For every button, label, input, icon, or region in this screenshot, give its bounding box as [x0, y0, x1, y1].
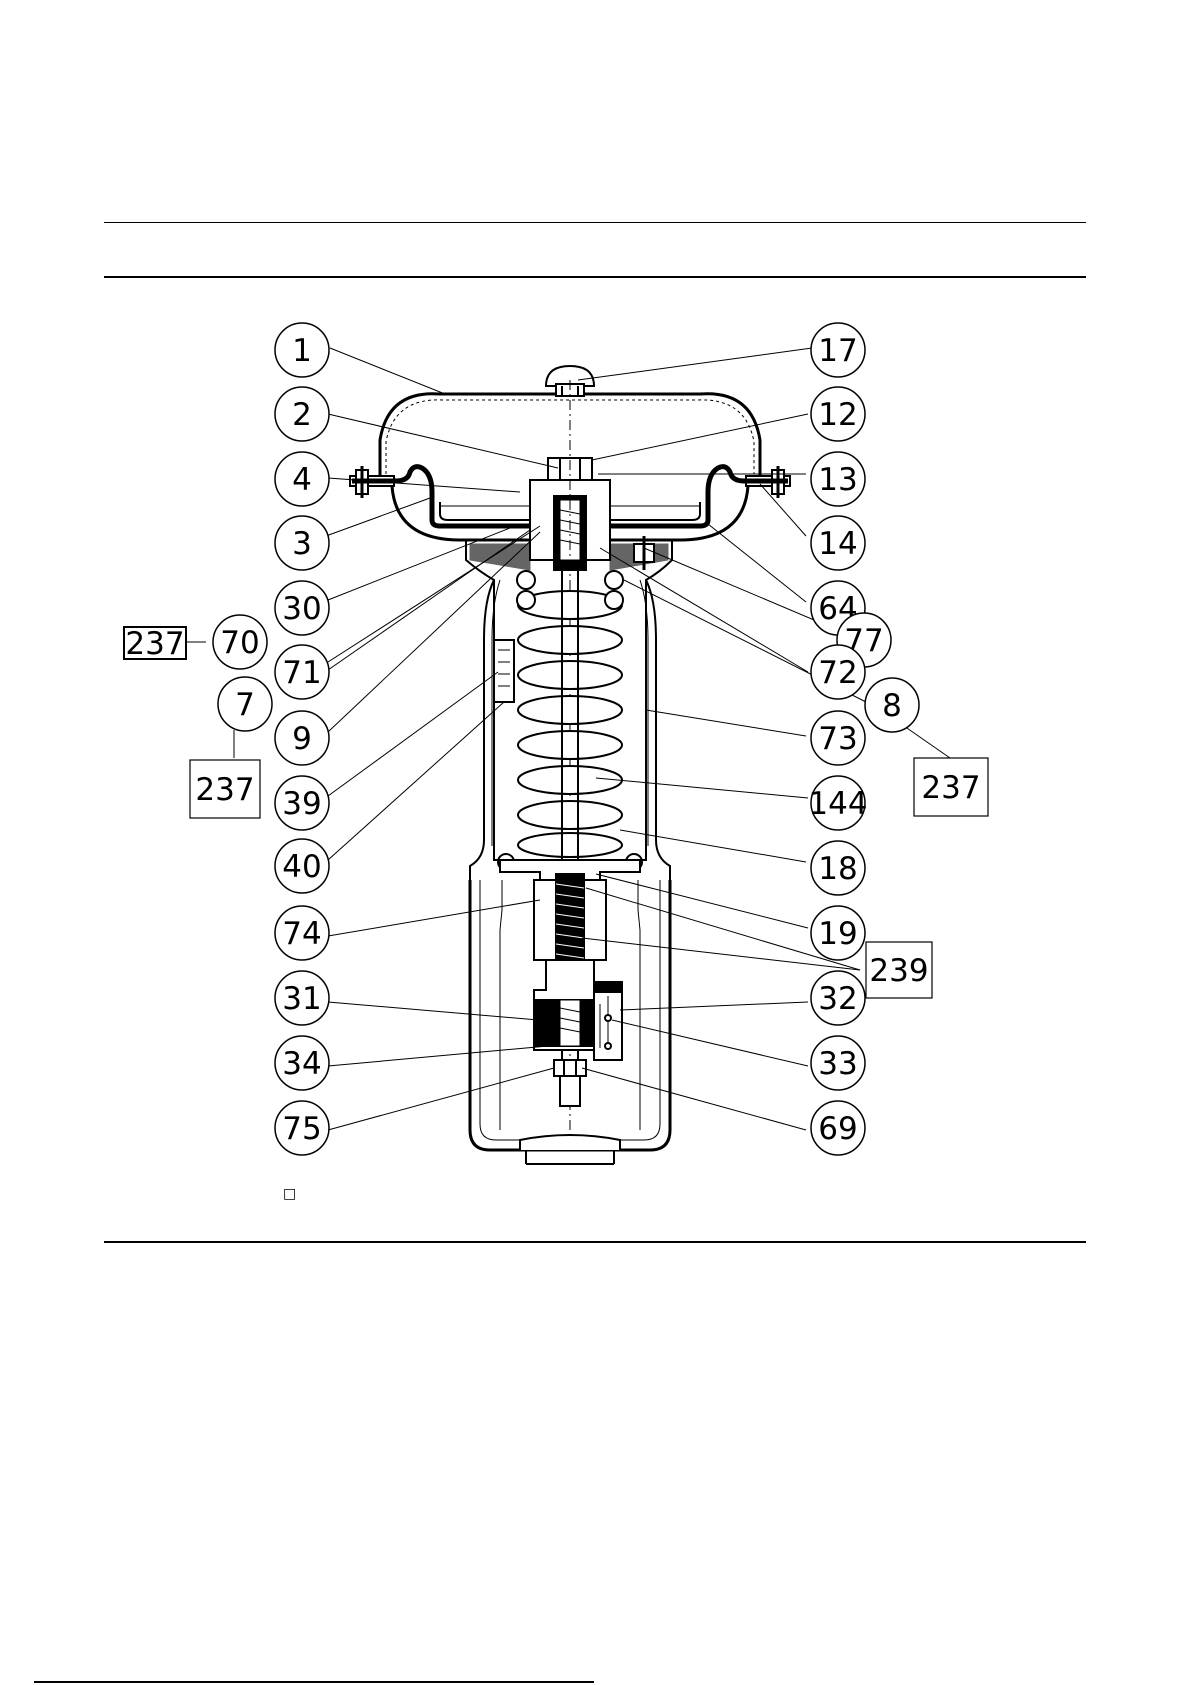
callout-70: 70 — [213, 615, 267, 669]
callout-number: 71 — [282, 655, 321, 691]
callout-number: 70 — [220, 625, 259, 661]
spring — [498, 571, 642, 870]
callout-4: 4 — [275, 452, 329, 506]
callout-34: 34 — [275, 1036, 329, 1090]
callout-33: 33 — [811, 1036, 865, 1090]
box-callout-237: 237 — [124, 626, 186, 662]
callout-number: 32 — [818, 981, 857, 1017]
callout-19: 19 — [811, 906, 865, 960]
callout-number: 144 — [808, 786, 867, 822]
actuator-drawing — [350, 366, 790, 1164]
callout-number: 3 — [292, 526, 312, 562]
callout-31: 31 — [275, 971, 329, 1025]
callout-number: 40 — [282, 849, 321, 885]
box-callout-237: 237 — [914, 758, 988, 816]
yoke-boss — [520, 1135, 620, 1150]
callout-69: 69 — [811, 1101, 865, 1155]
callout-number: 12 — [818, 397, 857, 433]
callout-74: 74 — [275, 906, 329, 960]
callout-9: 9 — [275, 711, 329, 765]
callout-number: 18 — [818, 851, 857, 887]
box-number: 239 — [869, 953, 928, 989]
callout-12: 12 — [811, 387, 865, 441]
callout-number: 1 — [292, 333, 312, 369]
lock-nut — [554, 1060, 586, 1076]
callout-72: 72 — [811, 645, 865, 699]
callout-3: 3 — [275, 516, 329, 570]
box-callout-239: 239 — [866, 942, 932, 998]
callout-18: 18 — [811, 841, 865, 895]
box-number: 237 — [921, 770, 980, 806]
callout-75: 75 — [275, 1101, 329, 1155]
callout-number: 74 — [282, 916, 321, 952]
callout-40: 40 — [275, 839, 329, 893]
callout-number: 13 — [818, 462, 857, 498]
box-callout-237: 237 — [190, 760, 260, 818]
callout-number: 69 — [818, 1111, 857, 1147]
callout-number: 7 — [235, 687, 255, 723]
callout-number: 33 — [818, 1046, 857, 1082]
callout-30: 30 — [275, 581, 329, 635]
callout-144: 144 — [808, 776, 867, 830]
callout-number: 14 — [818, 526, 857, 562]
callout-number: 4 — [292, 462, 312, 498]
box-number: 237 — [125, 626, 184, 662]
callout-number: 30 — [282, 591, 321, 627]
travel-scale — [494, 640, 514, 702]
callout-73: 73 — [811, 711, 865, 765]
callout-number: 19 — [818, 916, 857, 952]
box-number: 237 — [195, 772, 254, 808]
yoke-left-wall — [470, 580, 494, 880]
callout-number: 73 — [818, 721, 857, 757]
callout-7: 7 — [218, 677, 272, 731]
callout-8: 8 — [865, 678, 919, 732]
callout-number: 39 — [282, 786, 321, 822]
left-callouts: 1 2 4 3 30 70 71 7 9 39 40 74 31 34 75 — [213, 323, 329, 1155]
callout-14: 14 — [811, 516, 865, 570]
callout-number: 17 — [818, 333, 857, 369]
callout-number: 34 — [282, 1046, 321, 1082]
callout-1: 1 — [275, 323, 329, 377]
callout-number: 72 — [818, 655, 857, 691]
callout-13: 13 — [811, 452, 865, 506]
callout-number: 75 — [282, 1111, 321, 1147]
callout-2: 2 — [275, 387, 329, 441]
callout-17: 17 — [811, 323, 865, 377]
callout-number: 2 — [292, 397, 312, 433]
callout-number: 31 — [282, 981, 321, 1017]
callout-32: 32 — [811, 971, 865, 1025]
callout-39: 39 — [275, 776, 329, 830]
legend-marker: □ — [283, 1186, 296, 1202]
callout-number: 8 — [882, 688, 902, 724]
callout-number: 9 — [292, 721, 312, 757]
callout-71: 71 — [275, 645, 329, 699]
